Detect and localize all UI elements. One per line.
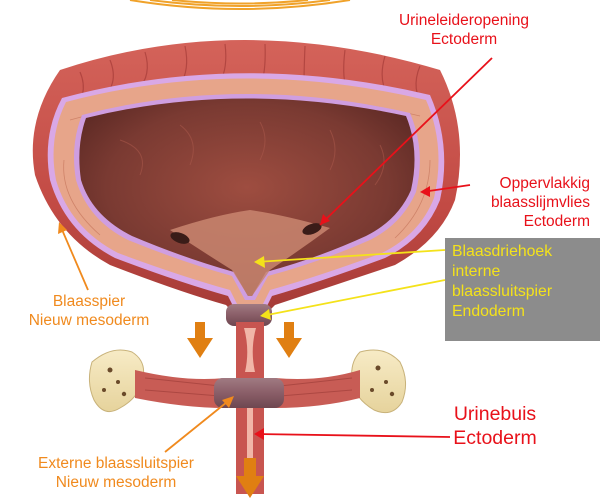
- down-arrow-icon: [187, 322, 213, 358]
- label-line: Endoderm: [452, 303, 525, 321]
- label-urethra: Urinebuis Ectoderm: [430, 402, 560, 450]
- pointer-trigone: [255, 249, 446, 263]
- pointer-detrusor: [59, 224, 89, 291]
- label-detrusor: Blaasspier Nieuw mesoderm: [0, 293, 178, 331]
- flow-arrows: [187, 322, 302, 498]
- label-line: Blaasspier: [52, 293, 126, 310]
- label-line: Externe blaassluitspier: [38, 455, 194, 472]
- label-line: Nieuw mesoderm: [28, 311, 150, 329]
- internal-sphincter: [226, 304, 272, 326]
- pointer-lines: [58, 57, 493, 453]
- label-line: blaasslijmvlies: [490, 193, 590, 211]
- down-arrow-icon: [276, 322, 302, 358]
- bone-pores: [102, 365, 395, 397]
- pointer-ureter: [319, 57, 493, 226]
- lumen-folds: [119, 121, 385, 186]
- label-ureter-opening: Urineleideropening Ectoderm: [374, 12, 554, 50]
- down-arrow-icon: [236, 458, 264, 498]
- ureter-opening-right: [302, 223, 322, 235]
- label-line: Oppervlakkig: [499, 175, 590, 192]
- pelvic-floor-striations: [144, 377, 353, 397]
- label-trigone-box: Blaasdriehoek interne blaassluitspier En…: [445, 238, 600, 341]
- bladder-lumen: [79, 98, 415, 297]
- label-line: Urineleideropening: [398, 12, 530, 29]
- label-surface-mucosa: Oppervlakkig blaasslijmvlies Ectoderm: [440, 175, 590, 232]
- label-line: Ectoderm: [430, 30, 498, 48]
- ureter-opening-left: [170, 232, 190, 244]
- label-line: Urinebuis: [453, 403, 537, 425]
- top-muscle-fibres: [129, 0, 351, 10]
- label-line: Ectoderm: [453, 427, 537, 450]
- urethra-lumen: [247, 400, 253, 480]
- urethra-inner: [244, 328, 256, 372]
- label-external-sphincter: Externe blaassluitspier Nieuw mesoderm: [0, 455, 232, 493]
- pointer-urethra: [255, 433, 451, 438]
- pointer-external-sphincter: [164, 397, 233, 453]
- label-line: interne: [452, 263, 501, 281]
- label-line: Ectoderm: [523, 212, 590, 230]
- label-line: blaassluitspier: [452, 283, 553, 301]
- pointer-internal-sphincter: [261, 279, 446, 317]
- trigone: [170, 210, 330, 296]
- label-line: Nieuw mesoderm: [55, 473, 177, 491]
- label-line: Blaasdriehoek: [452, 243, 553, 260]
